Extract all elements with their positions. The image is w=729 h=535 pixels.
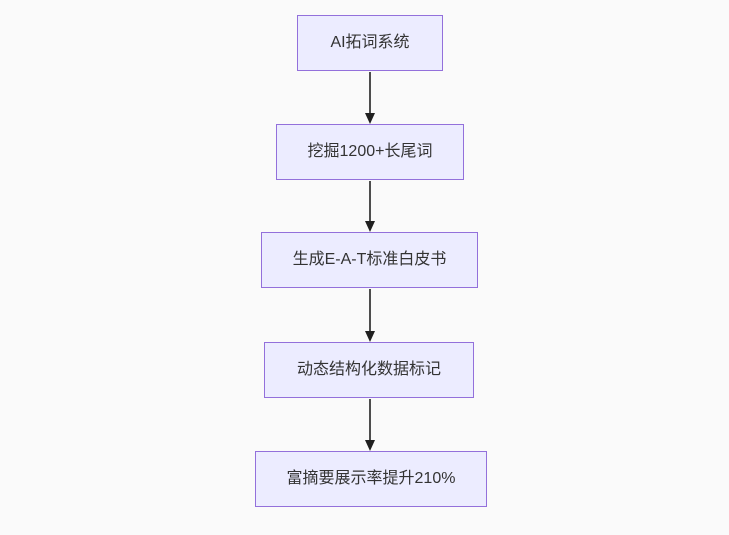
arrowhead-down-icon	[365, 113, 375, 124]
arrow-line	[369, 72, 371, 116]
arrowhead-down-icon	[365, 440, 375, 451]
flow-node-eat-whitepaper: 生成E-A-T标准白皮书	[261, 232, 478, 288]
arrow-line	[369, 399, 371, 443]
arrow-line	[369, 181, 371, 224]
flow-node-ai-keyword-system: AI拓词系统	[297, 15, 443, 71]
flow-arrow-1	[364, 72, 376, 124]
flow-node-rich-snippet-result: 富摘要展示率提升210%	[255, 451, 487, 507]
arrowhead-down-icon	[365, 221, 375, 232]
flow-arrow-3	[364, 289, 376, 342]
flow-arrow-2	[364, 181, 376, 232]
arrow-line	[369, 289, 371, 334]
flow-node-longtail-mining: 挖掘1200+长尾词	[276, 124, 464, 180]
flow-node-structured-data-markup: 动态结构化数据标记	[264, 342, 474, 398]
flow-arrow-4	[364, 399, 376, 451]
arrowhead-down-icon	[365, 331, 375, 342]
